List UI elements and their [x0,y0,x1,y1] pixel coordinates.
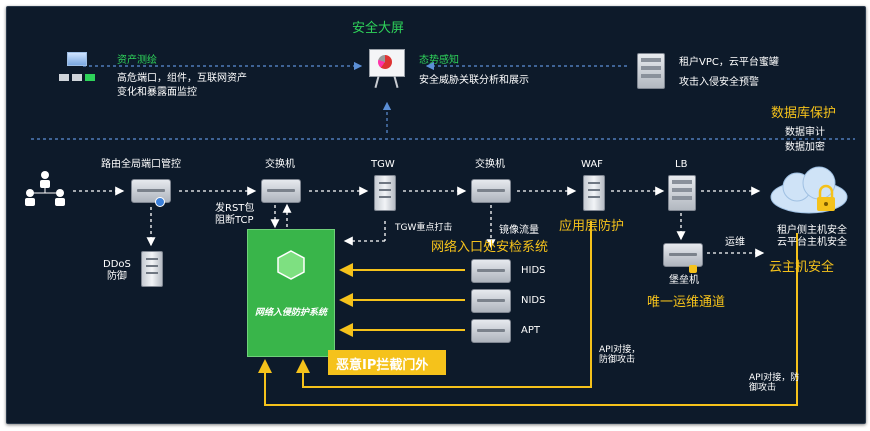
connector-layer [31,61,855,406]
status-lights-icon [59,74,95,81]
nids-label: NIDS [521,295,546,306]
cloud-icon [767,163,851,219]
ddos-node [141,251,163,287]
lb-label: LB [675,159,688,170]
ddos-label: DDoS 防御 [103,259,131,282]
rst-label: 发RST包 阻断TCP [215,203,255,226]
tenant-line1: 租户VPC，云平台蜜罐 [679,57,779,68]
situation-title: 态势感知 [419,55,459,66]
globe-icon [155,197,165,207]
honeypot-server-icon [637,53,665,89]
hids-label: HIDS [521,265,546,276]
banner-text: 恶意IP拦截门外 [336,358,429,373]
app-protection-label: 应用层防护 [559,219,625,234]
switch2-node [471,179,511,203]
tgw-label: TGW [371,159,395,170]
router-label: 路由全局端口管控 [101,159,181,170]
monitor-icon [67,52,87,66]
apt-node [471,319,511,343]
entry-system-label: 网络入口处安检系统 [431,240,549,255]
api-label-1: API对接， 防御攻击 [599,345,641,366]
tgw-hit-label: TGW重点打击 [395,223,453,233]
ops-channel-label: 唯一运维通道 [647,295,726,310]
cloud-host-security-label: 云主机安全 [769,260,835,275]
switch1-node [261,179,301,203]
bastion-node [663,243,703,267]
situation-desc: 安全威胁关联分析和展示 [419,75,529,86]
lb-node [668,175,696,211]
lock-icon [689,265,697,273]
db-protection-title: 数据库保护 [771,106,837,121]
router-node [131,179,171,203]
tgw-node [374,175,396,211]
asset-line2: 变化和暴露面监控 [117,87,197,98]
screen-title: 安全大屏 [352,21,405,36]
switch1-label: 交换机 [265,159,295,170]
mirror-label: 镜像流量 [499,225,539,236]
waf-node [583,175,605,211]
hexagon-icon [276,250,306,280]
db-line1: 数据审计 [785,127,825,138]
users-icon [23,169,67,209]
waf-label: WAF [581,159,603,170]
apt-label: APT [521,325,540,336]
ops-label: 运维 [725,237,745,248]
switch2-label: 交换机 [475,159,505,170]
presentation-board-icon [369,49,405,77]
arrow-host-api [258,233,798,406]
malicious-ip-banner: 恶意IP拦截门外 [328,350,446,375]
db-line2: 数据加密 [785,142,825,153]
bastion-label: 堡垒机 [669,275,699,286]
diagram-canvas: 安全大屏 资产测绘 高危端口，组件，互联网资产 变化和暴露面监控 态势感知 安全… [6,6,866,424]
ips-box: 网络入侵防护系统 [247,229,335,357]
api-label-2: API对接，防 御攻击 [749,373,800,394]
ips-title: 网络入侵防护系统 [254,308,327,318]
tenant-line2: 攻击入侵安全预警 [679,77,759,88]
host-security-label: 租户侧主机安全 云平台主机安全 [777,225,847,248]
asset-line1: 高危端口，组件，互联网资产 [117,73,247,84]
arrow-waf-api [296,221,592,388]
hids-node [471,259,511,283]
asset-title: 资产测绘 [117,55,157,66]
nids-node [471,289,511,313]
